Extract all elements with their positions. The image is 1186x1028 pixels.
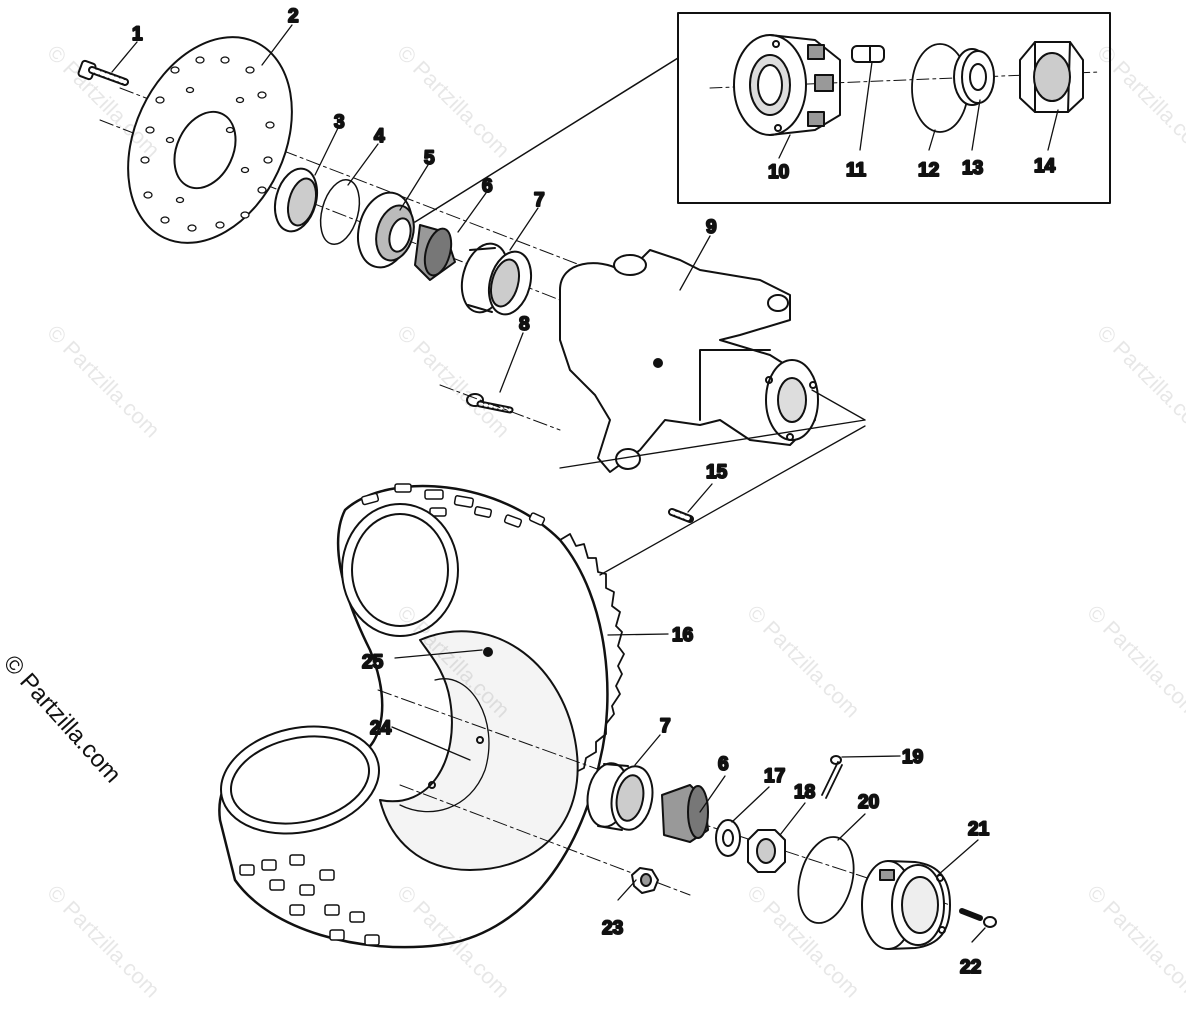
callout-24: 24 <box>370 718 392 739</box>
part-washer <box>715 819 741 857</box>
part-o-ring-lower <box>797 836 855 924</box>
part-bolt <box>77 59 129 86</box>
part-screw <box>959 908 997 928</box>
callout-9: 9 <box>706 217 717 238</box>
callout-4: 4 <box>374 126 385 147</box>
callout-22: 22 <box>960 957 981 978</box>
callout-leaders <box>111 24 1059 943</box>
callout-20: 20 <box>858 792 879 813</box>
callout-1: 1 <box>132 24 143 45</box>
part-lug-nut <box>631 867 659 894</box>
part-hub-cap <box>861 860 951 950</box>
callout-13: 13 <box>962 158 983 179</box>
callout-12: 12 <box>918 160 939 181</box>
callout-2: 2 <box>288 6 299 27</box>
callout-16: 16 <box>672 625 693 646</box>
part-nut <box>1019 41 1084 113</box>
part-castle-nut <box>747 829 786 873</box>
part-bearing-cup-lower <box>586 762 654 831</box>
axle-centerline <box>377 689 601 771</box>
part-brake-disc <box>127 36 293 244</box>
callout-18: 18 <box>794 782 815 803</box>
callout-11: 11 <box>846 160 867 181</box>
part-hub-coupler <box>733 34 841 136</box>
leader-line <box>811 389 866 421</box>
callout-15: 15 <box>706 462 728 483</box>
part-tire <box>218 483 625 949</box>
callout-14: 14 <box>1034 156 1056 177</box>
part-tapered-bearing-lower <box>661 784 709 843</box>
leader-line <box>559 419 866 469</box>
part-bearing-race <box>273 167 319 233</box>
part-snap-ring <box>319 179 361 245</box>
callout-21: 21 <box>968 819 990 840</box>
part-cotter-pin <box>821 755 843 799</box>
bolt-centerline <box>439 384 561 431</box>
callout-19: 19 <box>902 747 923 768</box>
part-bearing-cup <box>460 242 533 316</box>
callout-6: 6 <box>482 176 493 197</box>
part-grease-fitting <box>668 508 694 523</box>
callout-10: 10 <box>768 162 789 183</box>
callout-7: 7 <box>534 190 545 211</box>
callout-6-lower: 6 <box>718 754 729 775</box>
part-pin <box>851 45 885 63</box>
callout-5: 5 <box>424 148 435 169</box>
callout-7-lower: 7 <box>660 716 671 737</box>
part-tapered-bearing <box>414 224 456 281</box>
callout-8: 8 <box>519 314 530 335</box>
part-spindle <box>559 249 819 473</box>
callout-3: 3 <box>334 112 345 133</box>
part-hub <box>357 191 415 269</box>
callout-labels: 1 2 3 4 5 6 7 8 9 10 11 12 13 14 15 16 1… <box>131 5 1057 979</box>
part-seal <box>953 48 995 106</box>
callout-25: 25 <box>362 652 384 673</box>
callout-17: 17 <box>764 766 785 787</box>
callout-23: 23 <box>602 918 623 939</box>
leader-line <box>599 425 866 576</box>
